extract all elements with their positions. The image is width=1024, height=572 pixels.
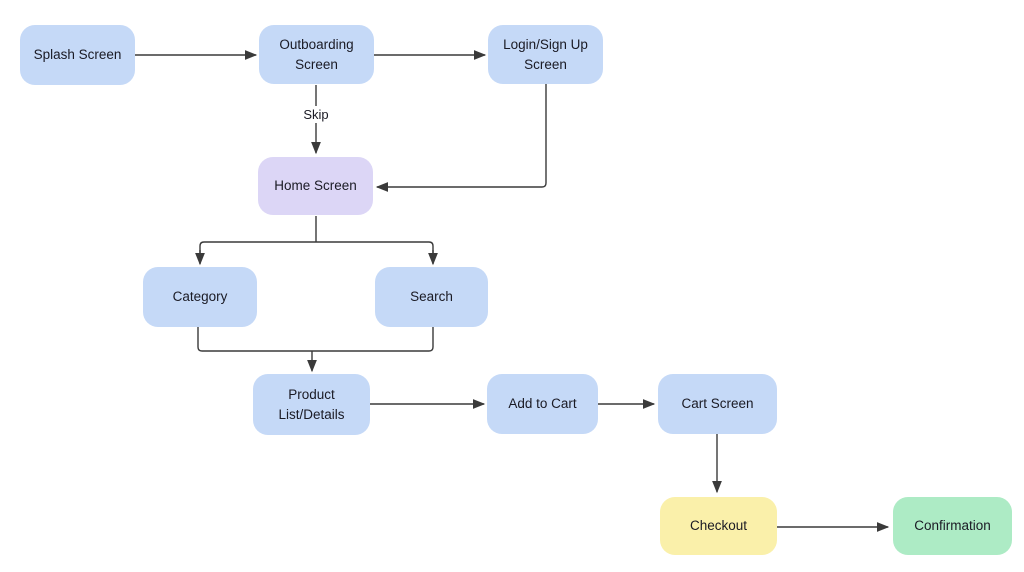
edge-home-branch-bracket [199, 216, 434, 258]
node-search: Search [375, 267, 488, 327]
node-confirmation: Confirmation [893, 497, 1012, 555]
node-add-to-cart: Add to Cart [487, 374, 598, 434]
edge-label-skip: Skip [300, 106, 332, 123]
node-login-signup-screen: Login/Sign Up Screen [488, 25, 603, 84]
edge-merge-bracket [197, 327, 434, 352]
node-checkout: Checkout [660, 497, 777, 555]
node-product-list-details: Product List/Details [253, 374, 370, 435]
node-category: Category [143, 267, 257, 327]
node-splash-screen: Splash Screen [20, 25, 135, 85]
node-cart-screen: Cart Screen [658, 374, 777, 434]
node-outboarding-screen: Outboarding Screen [259, 25, 374, 84]
edge-login-to-home [375, 84, 547, 192]
node-home-screen: Home Screen [258, 157, 373, 215]
